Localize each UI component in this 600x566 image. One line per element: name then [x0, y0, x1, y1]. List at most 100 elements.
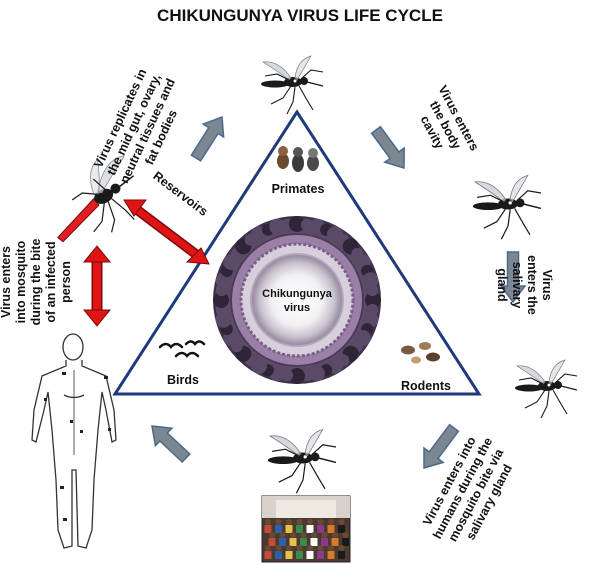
rodents-icon [401, 342, 440, 364]
crowd-person [275, 519, 282, 525]
virus-spike [366, 284, 379, 297]
mosquito-icon [261, 55, 324, 115]
crowd-person [268, 538, 276, 546]
virus-spike [269, 218, 286, 235]
rodents-label: Rodents [401, 379, 451, 393]
step-salivary-line: enters the [525, 255, 539, 315]
crowd-person [317, 551, 324, 559]
reservoir-double-arrow [123, 199, 210, 265]
crowd-person [317, 519, 324, 525]
crowd-person [321, 532, 328, 538]
birds-icon [158, 340, 206, 358]
crowd-person [317, 545, 324, 551]
cycle-arrow [190, 115, 225, 162]
crowd-person [338, 519, 345, 525]
step-salivary-line: gland [495, 268, 509, 301]
step-infected-text: Virus enters into mosquito during the bi… [0, 239, 73, 326]
step-body-cavity-text: Virus enters the body cavity [418, 83, 482, 153]
crowd-person [285, 525, 293, 533]
crowd-person [285, 551, 293, 559]
crowd-person [264, 525, 272, 533]
mosquito-icon [472, 174, 542, 240]
cycle-arrow [370, 125, 405, 170]
virus-label-line1: Chikungunya [262, 288, 333, 300]
crowd-person [307, 519, 313, 525]
crowd-person [265, 545, 271, 551]
crowd-person [306, 551, 314, 559]
crowd-person [338, 545, 345, 551]
crowd-person [327, 525, 335, 533]
reservoirs-label: Reservoirs [150, 169, 210, 219]
virus-spike [362, 272, 379, 289]
crowd-person [296, 519, 303, 525]
step-infected-line: person [59, 261, 73, 303]
step-infected-line: during the bite [29, 239, 43, 326]
crowd-person [306, 525, 314, 533]
mosquito-icon [267, 428, 337, 494]
step-salivary-text: Virus enters the salivary gland [495, 255, 554, 315]
crowd-person [311, 532, 317, 538]
birds-label: Birds [167, 373, 199, 387]
step-infected-line: of an infected [44, 241, 58, 322]
crowd-person [338, 551, 345, 559]
crowd-person [300, 538, 307, 546]
crowd-person [275, 525, 282, 533]
human-outline-icon [31, 333, 117, 549]
mosquito-icon [515, 359, 578, 419]
virus-spike [289, 216, 305, 232]
crowd-person [296, 545, 303, 551]
crowd-person [338, 525, 345, 533]
cycle-arrow [151, 425, 191, 464]
crowd-person [275, 545, 282, 551]
virus-spike [308, 365, 325, 382]
crowd-person [328, 545, 334, 551]
crowd-person [286, 519, 292, 525]
virus-spikes [213, 216, 381, 384]
crowd-person [342, 538, 349, 546]
engorged-mosquito-icon [57, 155, 135, 243]
crowd-person [269, 532, 275, 538]
crowd-person [327, 551, 335, 559]
crowd-person [331, 538, 339, 546]
step-infected-line: Virus enters [0, 246, 13, 318]
crowd-person [290, 532, 296, 538]
crowd-person [321, 538, 328, 546]
step-salivary-line: Virus [540, 269, 554, 300]
crowd-photo [261, 495, 351, 563]
virus-particle-icon [213, 216, 381, 384]
virus-label-line2: virus [284, 302, 310, 314]
cycle-arrow [499, 251, 527, 304]
bite-marks [44, 372, 111, 521]
crowd-person [300, 532, 307, 538]
crowd-person [307, 545, 313, 551]
cycle-arrow [423, 423, 460, 470]
page-title: CHIKUNGUNYA VIRUS LIFE CYCLE [157, 6, 443, 25]
step-replicates-text: Virus replicates in the mid gut, ovary, … [91, 67, 180, 186]
cycle-arrows [151, 115, 527, 470]
virus-spike [365, 292, 381, 308]
primates-label: Primates [272, 182, 325, 196]
crowd-person [279, 538, 286, 546]
step-salivary-line: salivary [510, 262, 524, 309]
crowd-person [296, 525, 303, 533]
crowd-person [286, 545, 292, 551]
crowd-person [289, 538, 297, 546]
crowd-person [328, 519, 334, 525]
crowd-person [279, 532, 286, 538]
crowd-person [296, 551, 303, 559]
crowd-person [264, 551, 272, 559]
crowd-person [332, 532, 338, 538]
crowd-person [275, 551, 282, 559]
crowd-person [310, 538, 318, 546]
crowd-person [342, 532, 349, 538]
crowd-person [317, 525, 324, 533]
virus-spike [213, 292, 229, 308]
primates-icon [277, 146, 319, 172]
crowd-person [265, 519, 271, 525]
step-infected-line: into mosquito [14, 240, 28, 323]
infection-double-arrow [82, 245, 112, 327]
virus-spike [289, 368, 305, 384]
virus-spike [215, 311, 232, 328]
